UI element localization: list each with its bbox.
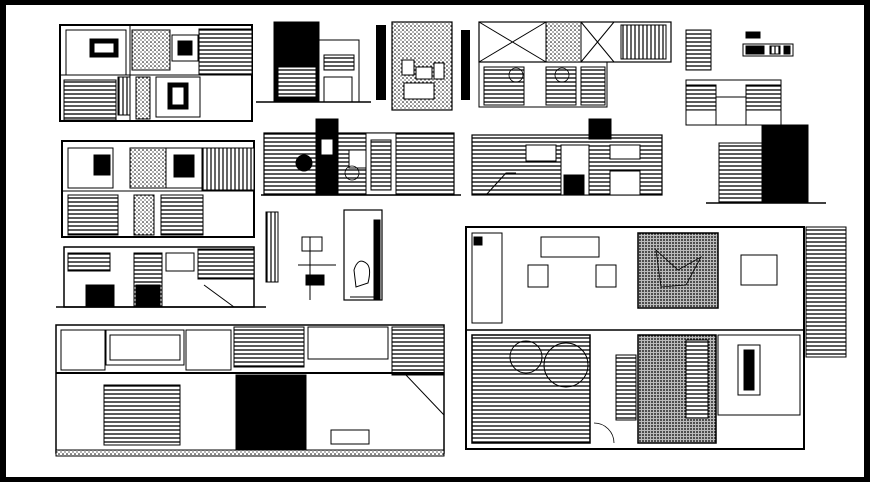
floor-plan-top-left <box>59 24 253 122</box>
section-mid-3 <box>706 124 826 204</box>
section-bottom-left <box>55 324 445 457</box>
details-center <box>265 209 383 301</box>
floor-plan-large-right <box>465 226 847 450</box>
tall-panel-dark <box>376 25 470 100</box>
cad-drawing <box>55 21 847 457</box>
section-mid-1 <box>261 118 461 196</box>
section-left-small <box>56 246 266 308</box>
elevation-top-row-1 <box>256 21 371 103</box>
elevation-top-row-2 <box>391 21 453 111</box>
section-mid-2 <box>471 118 663 196</box>
key-legend-top-right <box>685 29 794 126</box>
floor-plan-mid-left <box>61 140 255 238</box>
elevation-top-row-3 <box>478 21 672 108</box>
drawing-sheet <box>6 5 864 477</box>
